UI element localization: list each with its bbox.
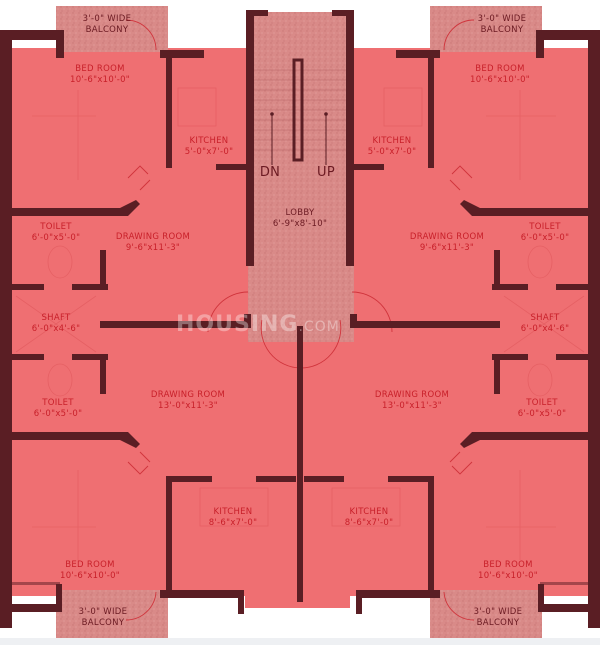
room-size: 8'-6"x7'-0": [344, 518, 394, 528]
room-size: 13'-0"x11'-3": [157, 401, 218, 411]
room-name: BED ROOM: [65, 560, 115, 570]
room-name: TOILET: [529, 222, 561, 232]
room-size: 5'-0"x7'-0": [367, 147, 417, 157]
room-size: 5'-0"x7'-0": [184, 147, 234, 157]
room-name: SHAFT: [530, 313, 560, 323]
room-size: 6'-0"x5'-0": [517, 409, 567, 419]
watermark-suffix: .COM: [298, 319, 340, 335]
room-size: 6'-0"x5'-0": [31, 233, 81, 243]
furniture-outlines: [15, 87, 585, 560]
up-text: UP: [317, 165, 335, 180]
room-size: 6'-0"x5'-0": [33, 409, 83, 419]
room-name: DRAWING ROOM: [374, 390, 450, 400]
room-size: 13'-0"x11'-3": [381, 401, 442, 411]
stairs-up-label: UP: [317, 166, 335, 180]
room-name: TOILET: [40, 222, 72, 232]
balcony-bottom-right: [430, 590, 542, 638]
dn-text: DN: [259, 165, 281, 180]
balcony-line1: 3'-0" WIDE: [82, 14, 132, 24]
room-size: 6'-0"x4'-6": [31, 324, 81, 334]
room-name: BED ROOM: [475, 64, 525, 74]
walls: [0, 10, 600, 628]
watermark-text: HOUSING: [176, 312, 299, 337]
room-size: 9'-6"x11'-3": [419, 243, 475, 253]
room-size: 10'-6"x10'-0": [469, 75, 531, 85]
balcony-top-left: [56, 6, 168, 52]
balcony-line2: BALCONY: [480, 25, 524, 35]
room-name: BED ROOM: [483, 560, 533, 570]
balcony-line2: BALCONY: [476, 618, 520, 628]
room-name: SHAFT: [41, 313, 71, 323]
room-name: KITCHEN: [372, 136, 412, 146]
room-name: KITCHEN: [349, 507, 389, 517]
room-size: 10'-6"x10'-0": [477, 571, 539, 581]
lobby-area: [248, 12, 354, 342]
room-name: LOBBY: [285, 208, 315, 218]
room-size: 10'-6"x10'-0": [69, 75, 131, 85]
balcony-bottom-left: [56, 590, 168, 638]
room-size: 10'-6"x10'-0": [59, 571, 121, 581]
balcony-line2: BALCONY: [85, 25, 129, 35]
room-name: DRAWING ROOM: [115, 232, 191, 242]
balcony-top-right: [430, 6, 542, 52]
room-name: DRAWING ROOM: [409, 232, 485, 242]
room-name: TOILET: [42, 398, 74, 408]
balcony-line1: 3'-0" WIDE: [78, 607, 128, 617]
room-size: 8'-6"x7'-0": [208, 518, 258, 528]
door-swings: [125, 19, 475, 621]
bottom-edge: [0, 638, 600, 645]
watermark: HOUSING.COM: [176, 312, 340, 337]
stair-handrail: [292, 58, 304, 162]
room-name: DRAWING ROOM: [150, 390, 226, 400]
room-size: 6'-9"x8'-10": [272, 219, 328, 229]
room-name: KITCHEN: [189, 136, 229, 146]
room-size: 6'-0"x4'-6": [520, 324, 570, 334]
balcony-line1: 3'-0" WIDE: [473, 607, 523, 617]
balcony-line1: 3'-0" WIDE: [477, 14, 527, 24]
balconies: [56, 6, 542, 638]
balcony-line2: BALCONY: [81, 618, 125, 628]
room-name: KITCHEN: [213, 507, 253, 517]
room-name: BED ROOM: [75, 64, 125, 74]
stairs-down-label: DN: [260, 166, 280, 180]
room-size: 6'-0"x5'-0": [520, 233, 570, 243]
room-name: TOILET: [526, 398, 558, 408]
room-size: 9'-6"x11'-3": [125, 243, 181, 253]
